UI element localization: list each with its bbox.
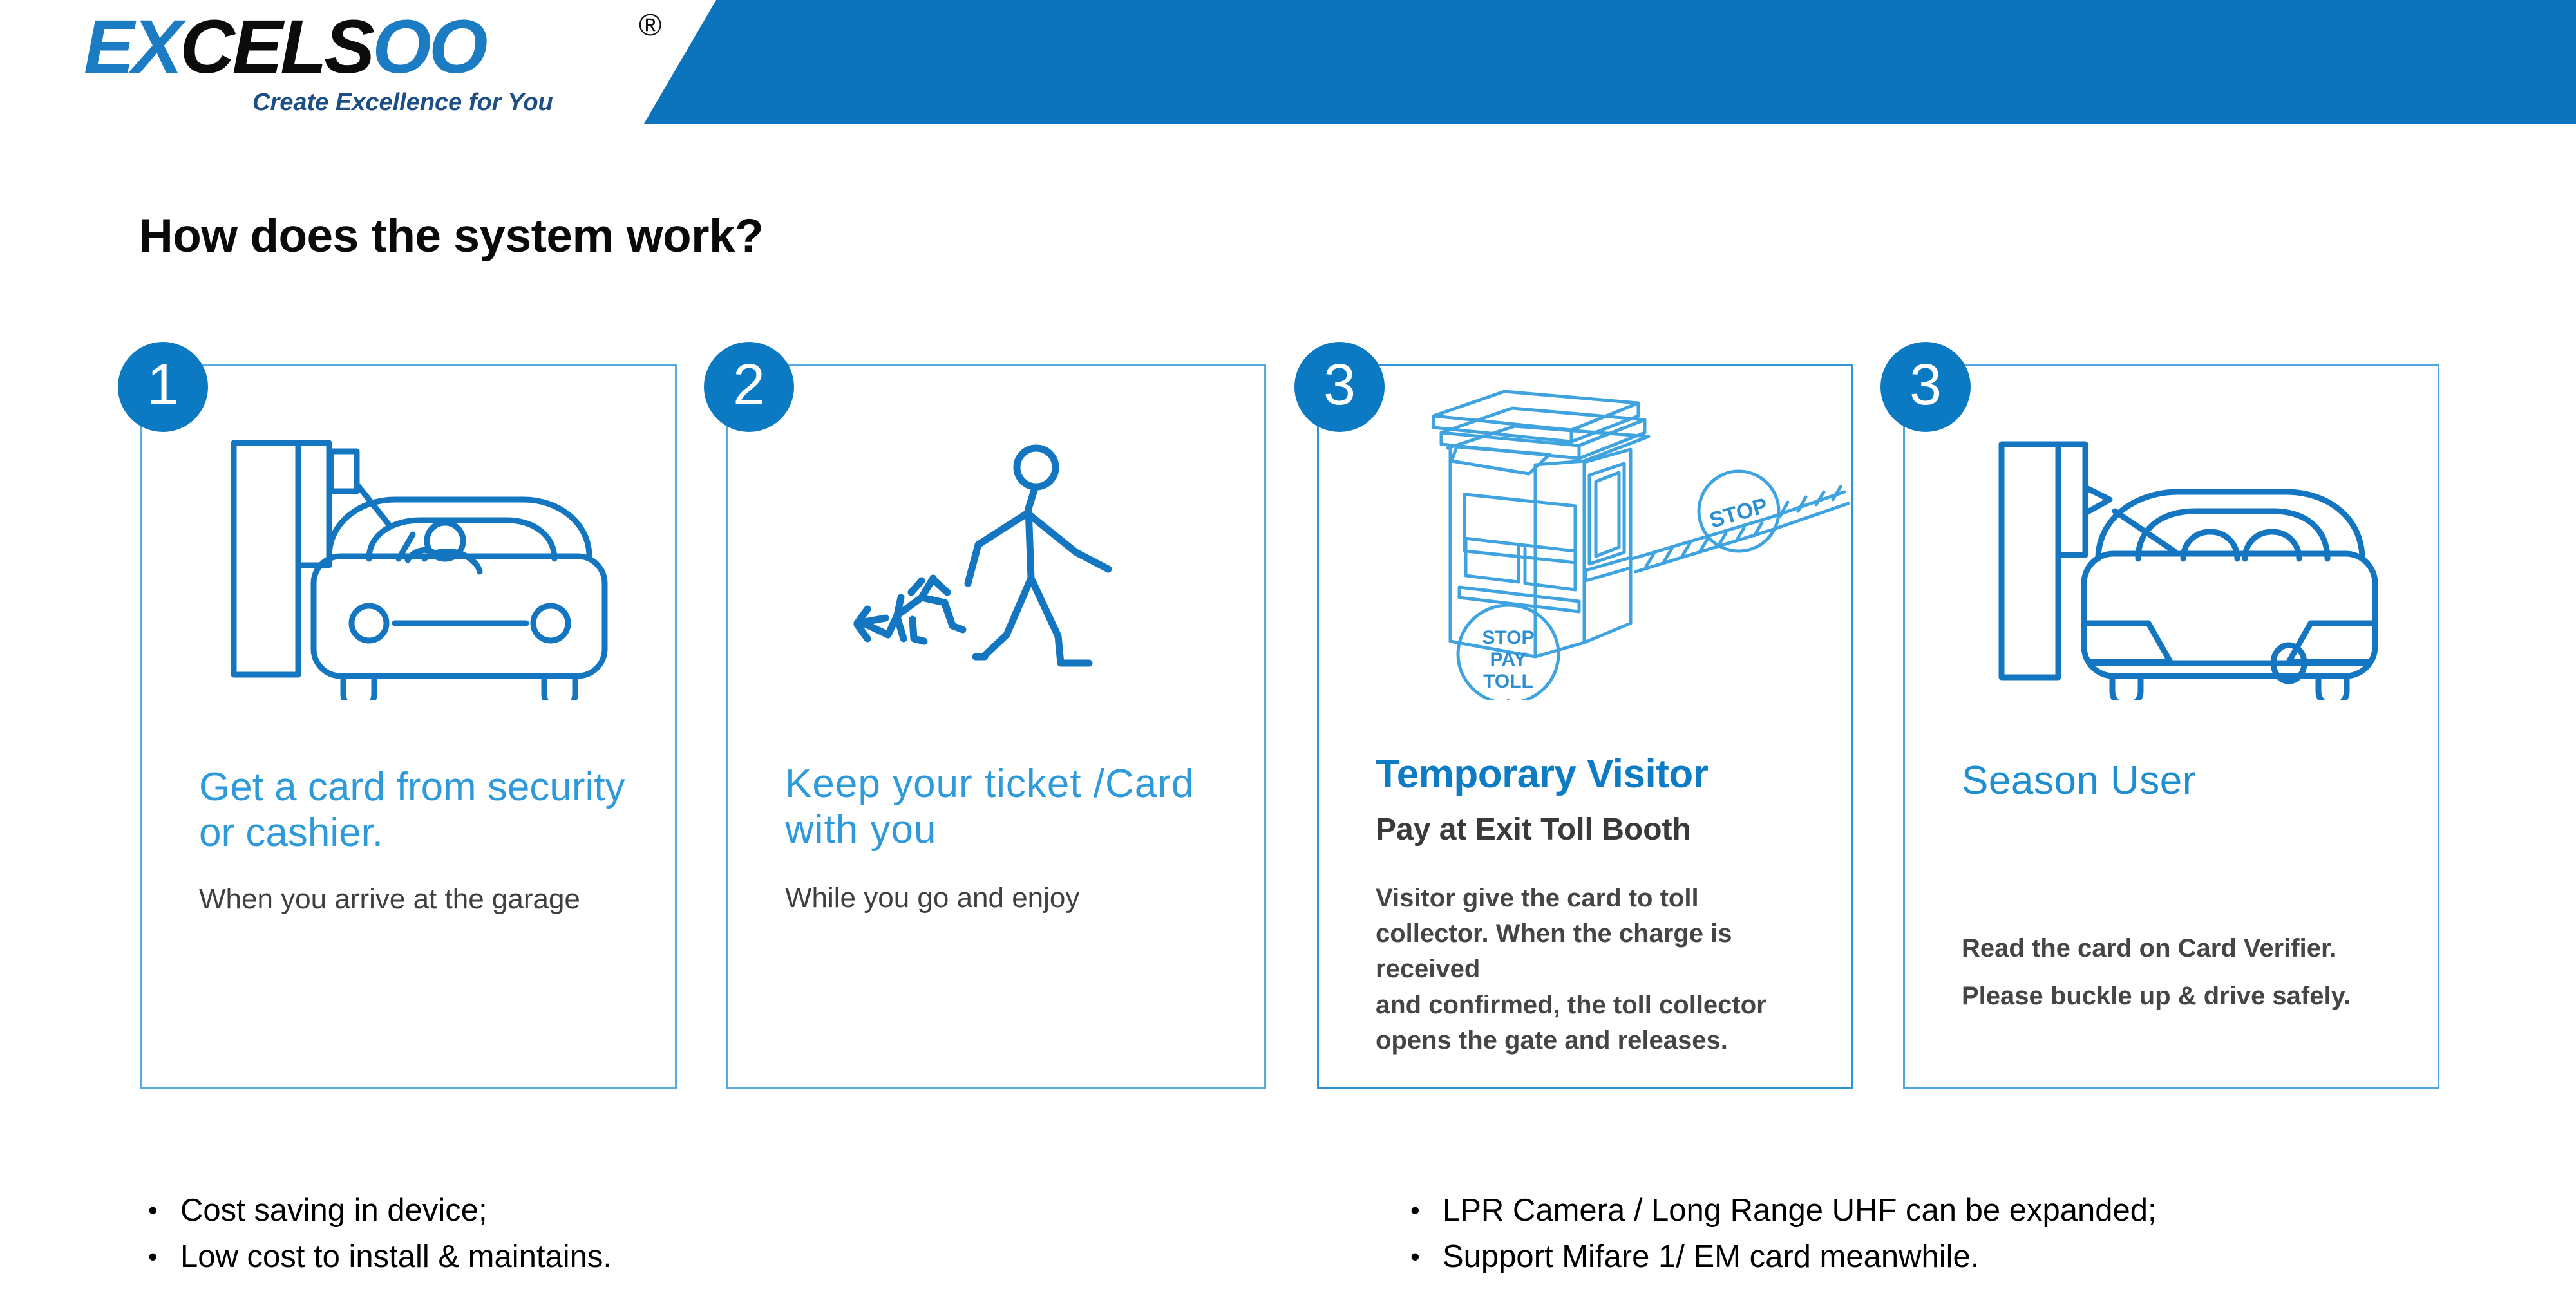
- step-card-3-body: Visitor give the card to toll collector.…: [1376, 884, 1766, 1055]
- step-card-4-heading: Season User: [1962, 758, 2196, 803]
- svg-text:PAY: PAY: [1490, 649, 1527, 670]
- step-card-3-subtitle: Pay at Exit Toll Booth: [1376, 812, 1691, 847]
- logo-part-cels: CELS: [180, 5, 375, 89]
- bullet-marker-icon: •: [1410, 1241, 1420, 1272]
- logo-part-ex: EX: [84, 5, 182, 89]
- page-header: EXCELSOO ® Create Excellence for You: [0, 0, 2576, 129]
- bullets-right-column: • LPR Camera / Long Range UHF can be exp…: [1410, 1188, 2157, 1281]
- excelsoo-logo: EXCELSOO ® Create Excellence for You: [84, 6, 663, 122]
- svg-text:TOLL: TOLL: [1483, 671, 1533, 692]
- step-card-4-body: Read the card on Card Verifier. Please b…: [1962, 934, 2351, 1010]
- step-card-3-heading: Temporary Visitor: [1376, 752, 1709, 796]
- list-item: • Low cost to install & maintains.: [148, 1234, 612, 1281]
- step-card-3[interactable]: 3: [1294, 342, 1853, 1089]
- step-number-badge-2: 2: [704, 342, 794, 432]
- bullet-marker-icon: •: [148, 1195, 158, 1225]
- step-card-2[interactable]: 2: [704, 342, 1266, 1089]
- step-card-1[interactable]: 1: [118, 342, 677, 1089]
- step-card-4[interactable]: 3: [1880, 342, 2439, 1089]
- ticket-dispenser-and-car-front-icon: [142, 366, 675, 700]
- bullet-text: Cost saving in device;: [180, 1193, 488, 1228]
- registered-trademark-icon: ®: [639, 8, 662, 42]
- bullet-text: LPR Camera / Long Range UHF can be expan…: [1443, 1193, 2157, 1228]
- step-number-badge-3: 3: [1294, 342, 1385, 432]
- card-verifier-and-car-icon: [1905, 366, 2438, 700]
- step-card-1-subtitle: When you arrive at the garage: [199, 883, 580, 915]
- bullet-marker-icon: •: [1410, 1195, 1420, 1225]
- header-blue-banner: [644, 0, 2576, 124]
- list-item: • LPR Camera / Long Range UHF can be exp…: [1410, 1188, 2157, 1234]
- logo-tagline: Create Excellence for You: [252, 89, 553, 116]
- bullets-left-column: • Cost saving in device; • Low cost to i…: [148, 1188, 612, 1281]
- bullet-text: Low cost to install & maintains.: [180, 1239, 612, 1274]
- bullet-text: Support Mifare 1/ EM card meanwhile.: [1443, 1239, 1980, 1274]
- logo-part-oo: OO: [372, 5, 488, 89]
- svg-text:STOP: STOP: [1482, 627, 1534, 648]
- step-number-badge-1: 1: [118, 342, 208, 432]
- toll-booth-with-barrier-icon: STOP PAY TOLL STOP: [1319, 366, 1851, 700]
- person-walking-dog-icon: [728, 366, 1264, 700]
- step-card-1-heading: Get a card from security or cashier.: [199, 765, 625, 855]
- list-item: • Cost saving in device;: [148, 1188, 612, 1234]
- step-card-2-subtitle: While you go and enjoy: [785, 882, 1080, 914]
- bullet-marker-icon: •: [148, 1241, 158, 1272]
- logo-wordmark: EXCELSOO: [84, 9, 488, 85]
- page-title: How does the system work?: [139, 210, 764, 262]
- step-card-2-heading: Keep your ticket /Card with you: [785, 762, 1195, 852]
- list-item: • Support Mifare 1/ EM card meanwhile.: [1410, 1234, 2157, 1281]
- step-number-badge-4: 3: [1880, 342, 1971, 432]
